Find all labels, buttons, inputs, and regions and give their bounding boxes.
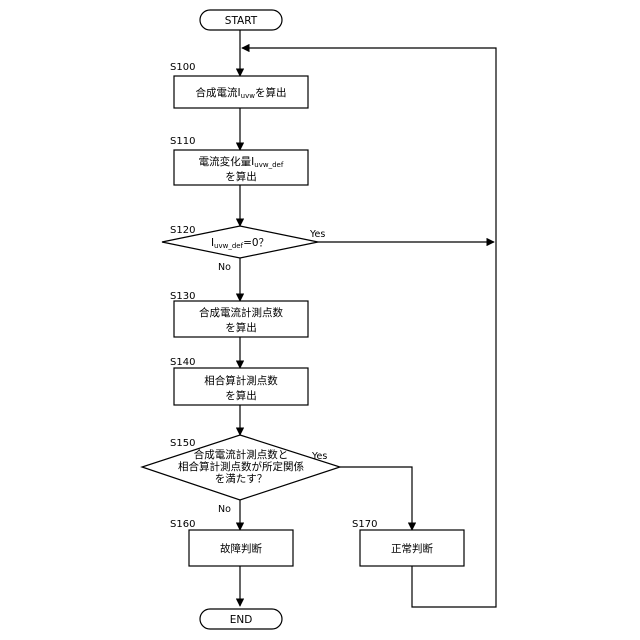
branch-s120-no: No bbox=[218, 262, 231, 273]
step-text-s150-line1: 合成電流計測点数と bbox=[194, 448, 289, 461]
decision-s150: S150 合成電流計測点数と 相合算計測点数が所定関係 を満たす？ Yes No bbox=[142, 435, 340, 515]
step-text-s170: 正常判断 bbox=[391, 542, 433, 555]
step-id-s120: S120 bbox=[170, 225, 195, 236]
step-text-s110-line2: を算出 bbox=[225, 170, 257, 183]
step-id-s170: S170 bbox=[352, 519, 377, 530]
end-label: END bbox=[230, 614, 253, 626]
branch-s150-yes: Yes bbox=[311, 451, 327, 462]
start-terminal: START bbox=[200, 10, 282, 30]
step-s100: S100 合成電流Iuvwを算出 bbox=[170, 62, 308, 108]
step-text-s140-line1: 相合算計測点数 bbox=[204, 374, 278, 387]
branch-s150-no: No bbox=[218, 504, 231, 515]
step-id-s140: S140 bbox=[170, 357, 195, 368]
step-s130: S130 合成電流計測点数 を算出 bbox=[170, 291, 308, 337]
branch-s120-yes: Yes bbox=[309, 229, 325, 240]
step-id-s160: S160 bbox=[170, 519, 195, 530]
start-label: START bbox=[225, 15, 258, 27]
step-text-s150-line3: を満たす？ bbox=[215, 473, 268, 485]
step-id-s100: S100 bbox=[170, 62, 195, 73]
step-text-s130-line2: を算出 bbox=[225, 321, 257, 334]
step-text-s140-line2: を算出 bbox=[225, 389, 257, 402]
end-terminal: END bbox=[200, 609, 282, 629]
step-id-s150: S150 bbox=[170, 438, 195, 449]
step-text-s150-line2: 相合算計測点数が所定関係 bbox=[178, 460, 304, 473]
step-s140: S140 相合算計測点数 を算出 bbox=[170, 357, 308, 405]
decision-s120: S120 Iuvw_def=0？ Yes No bbox=[162, 225, 325, 273]
step-s170: S170 正常判断 bbox=[352, 519, 464, 566]
step-s160: S160 故障判断 bbox=[170, 519, 293, 566]
step-id-s110: S110 bbox=[170, 136, 195, 147]
step-text-s130-line1: 合成電流計測点数 bbox=[199, 306, 283, 319]
step-id-s130: S130 bbox=[170, 291, 195, 302]
step-text-s160: 故障判断 bbox=[220, 542, 262, 555]
step-s110: S110 電流変化量Iuvw_def を算出 bbox=[170, 136, 308, 185]
